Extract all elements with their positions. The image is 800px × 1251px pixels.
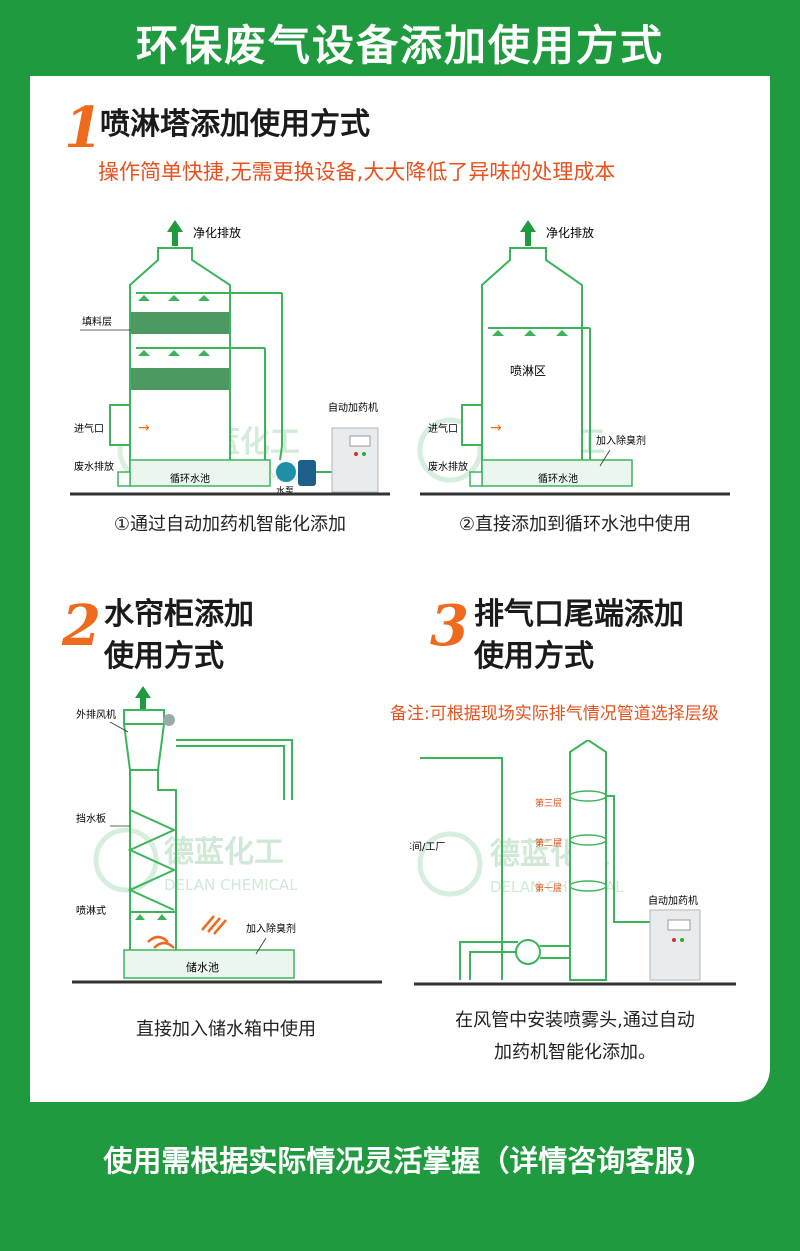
label-outlet: 净化排放 (546, 225, 594, 240)
label-drain: 废水排放 (74, 460, 114, 473)
exhaust-outlet-diagram: 德蓝化工 DELAN CHEMICAL 车间/工厂 第三层 第二层 第一层 自动… (410, 740, 736, 986)
section-number-3: 3 (430, 593, 469, 659)
spray-tower-diagram-direct-add: 德蓝化工 DELAN CHEMICAL 净化排放 喷淋区 进气口 → 循环水池 … (417, 220, 730, 496)
tower-body (129, 247, 231, 479)
outlet-arrow-icon (520, 220, 536, 246)
footer-note: 使用需根据实际情况灵活掌握（详情咨询客服) (103, 1144, 697, 1178)
fan-icon (515, 939, 541, 965)
workshop-wall (420, 757, 503, 980)
caption-2: 直接加入储水箱中使用 (136, 1019, 316, 1040)
section-title-2-line1: 水帘柜添加 (104, 597, 254, 632)
tower-body (481, 247, 583, 479)
label-layer-2: 第二层 (535, 837, 562, 849)
label-machine: 自动加药机 (648, 894, 698, 907)
label-workshop: 车间/工厂 (410, 840, 445, 853)
label-drain: 废水排放 (428, 460, 468, 473)
caption-3-line1: 在风管中安装喷雾头,通过自动 (455, 1010, 695, 1031)
exhaust-stack (569, 740, 607, 981)
water-curtain-diagram: 德蓝化工 DELAN CHEMICAL 外排风机 挡水板 喷淋式 储水池 加入除… (72, 686, 382, 984)
label-inlet: 进气口 (74, 422, 104, 435)
label-spray-zone: 喷淋区 (510, 364, 546, 378)
label-tank: 储水池 (186, 960, 219, 974)
white-panel (30, 76, 770, 1102)
label-inlet: 进气口 (428, 422, 458, 435)
label-packing: 填料层 (82, 315, 112, 328)
section-3-note: 备注:可根据现场实际排气情况管道选择层级 (390, 704, 719, 724)
caption-1-right: ②直接添加到循环水池中使用 (458, 514, 692, 535)
label-pool: 循环水池 (170, 472, 210, 485)
label-baffle: 挡水板 (76, 812, 106, 825)
watermark-cn: 德蓝化工 (164, 835, 284, 870)
label-spray: 喷淋式 (76, 904, 106, 917)
label-add-deodorant: 加入除臭剂 (596, 434, 646, 447)
exhaust-fan (123, 709, 165, 725)
circulating-pool (481, 459, 633, 487)
section-title-2-line2: 使用方式 (104, 639, 224, 674)
section-title-1: 喷淋塔添加使用方式 (100, 107, 370, 142)
label-outlet: 净化排放 (193, 225, 241, 240)
spray-tower-diagram-auto-doser: 德蓝化工 DELAN CHEMICAL 净化排放 填料层 进气口 → 循环水池 … (70, 220, 390, 497)
outlet-arrow-icon (135, 686, 151, 710)
watermark-logo: 德蓝化工 DELAN CHEMICAL (93, 827, 298, 894)
pump-icon (276, 462, 296, 482)
label-machine: 自动加药机 (328, 401, 378, 414)
packing-layer-2 (131, 368, 229, 390)
section-number-2: 2 (62, 593, 101, 659)
section-number-1: 1 (64, 95, 103, 161)
label-add-deodorant: 加入除臭剂 (246, 922, 296, 935)
packing-layer-1 (131, 312, 229, 334)
label-fan: 外排风机 (76, 708, 116, 721)
outlet-arrow-icon (167, 220, 183, 246)
caption-1-left: ①通过自动加药机智能化添加 (113, 514, 347, 535)
section-subtitle-1: 操作简单快捷,无需更换设备,大大降低了异味的处理成本 (98, 160, 616, 184)
svg-text:→: → (490, 420, 502, 436)
label-layer-3: 第三层 (535, 797, 562, 809)
section-title-3-line1: 排气口尾端添加 (474, 597, 684, 632)
watermark-en: DELAN CHEMICAL (164, 876, 298, 894)
water-tank (123, 949, 295, 979)
section-title-3-line2: 使用方式 (474, 639, 594, 674)
svg-text:→: → (138, 420, 150, 436)
baffle-plates (127, 809, 177, 911)
label-layer-1: 第一层 (535, 882, 562, 894)
label-pool: 循环水池 (538, 472, 578, 485)
page-title: 环保废气设备添加使用方式 (135, 21, 664, 70)
caption-3-line2: 加药机智能化添加。 (494, 1042, 656, 1063)
